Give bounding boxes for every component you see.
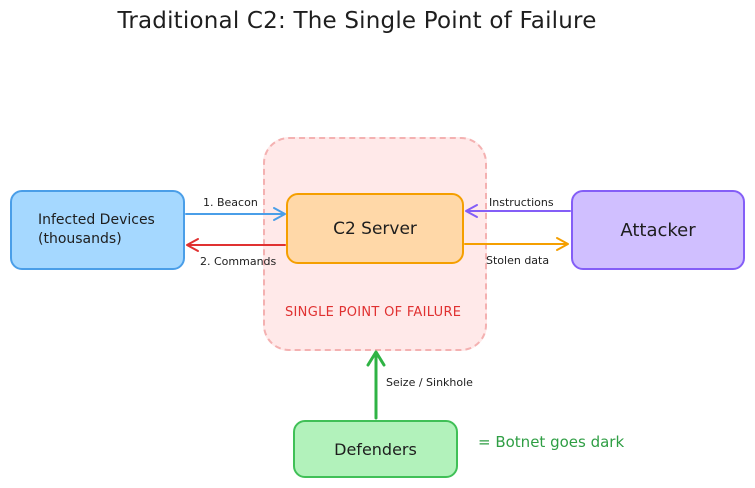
attacker-label: Attacker [620, 219, 696, 241]
commands-label: 2. Commands [200, 255, 277, 268]
attacker-node: Attacker [571, 190, 745, 270]
infected-devices-label: Infected Devices [38, 212, 155, 228]
seize-arrow [366, 350, 386, 420]
beacon-label: 1. Beacon [203, 196, 258, 209]
botnet-dark-note: = Botnet goes dark [478, 433, 625, 451]
seize-sinkhole-label: Seize / Sinkhole [386, 376, 473, 389]
defenders-label: Defenders [334, 439, 417, 459]
failure-zone-label: SINGLE POINT OF FAILURE [285, 305, 462, 320]
stolen-data-label: Stolen data [486, 254, 550, 267]
c2-server-label: C2 Server [333, 218, 417, 239]
infected-devices-node: Infected Devices (thousands) [10, 190, 185, 270]
stolen-data-arrow [464, 237, 569, 251]
beacon-arrow [185, 207, 286, 221]
instructions-label: Instructions [489, 196, 554, 209]
commands-arrow [186, 238, 286, 252]
defenders-node: Defenders [293, 420, 458, 478]
instructions-arrow [465, 204, 571, 218]
infected-devices-count: (thousands) [38, 231, 122, 247]
c2-server-node: C2 Server [286, 193, 464, 264]
diagram-title: Traditional C2: The Single Point of Fail… [117, 8, 597, 34]
